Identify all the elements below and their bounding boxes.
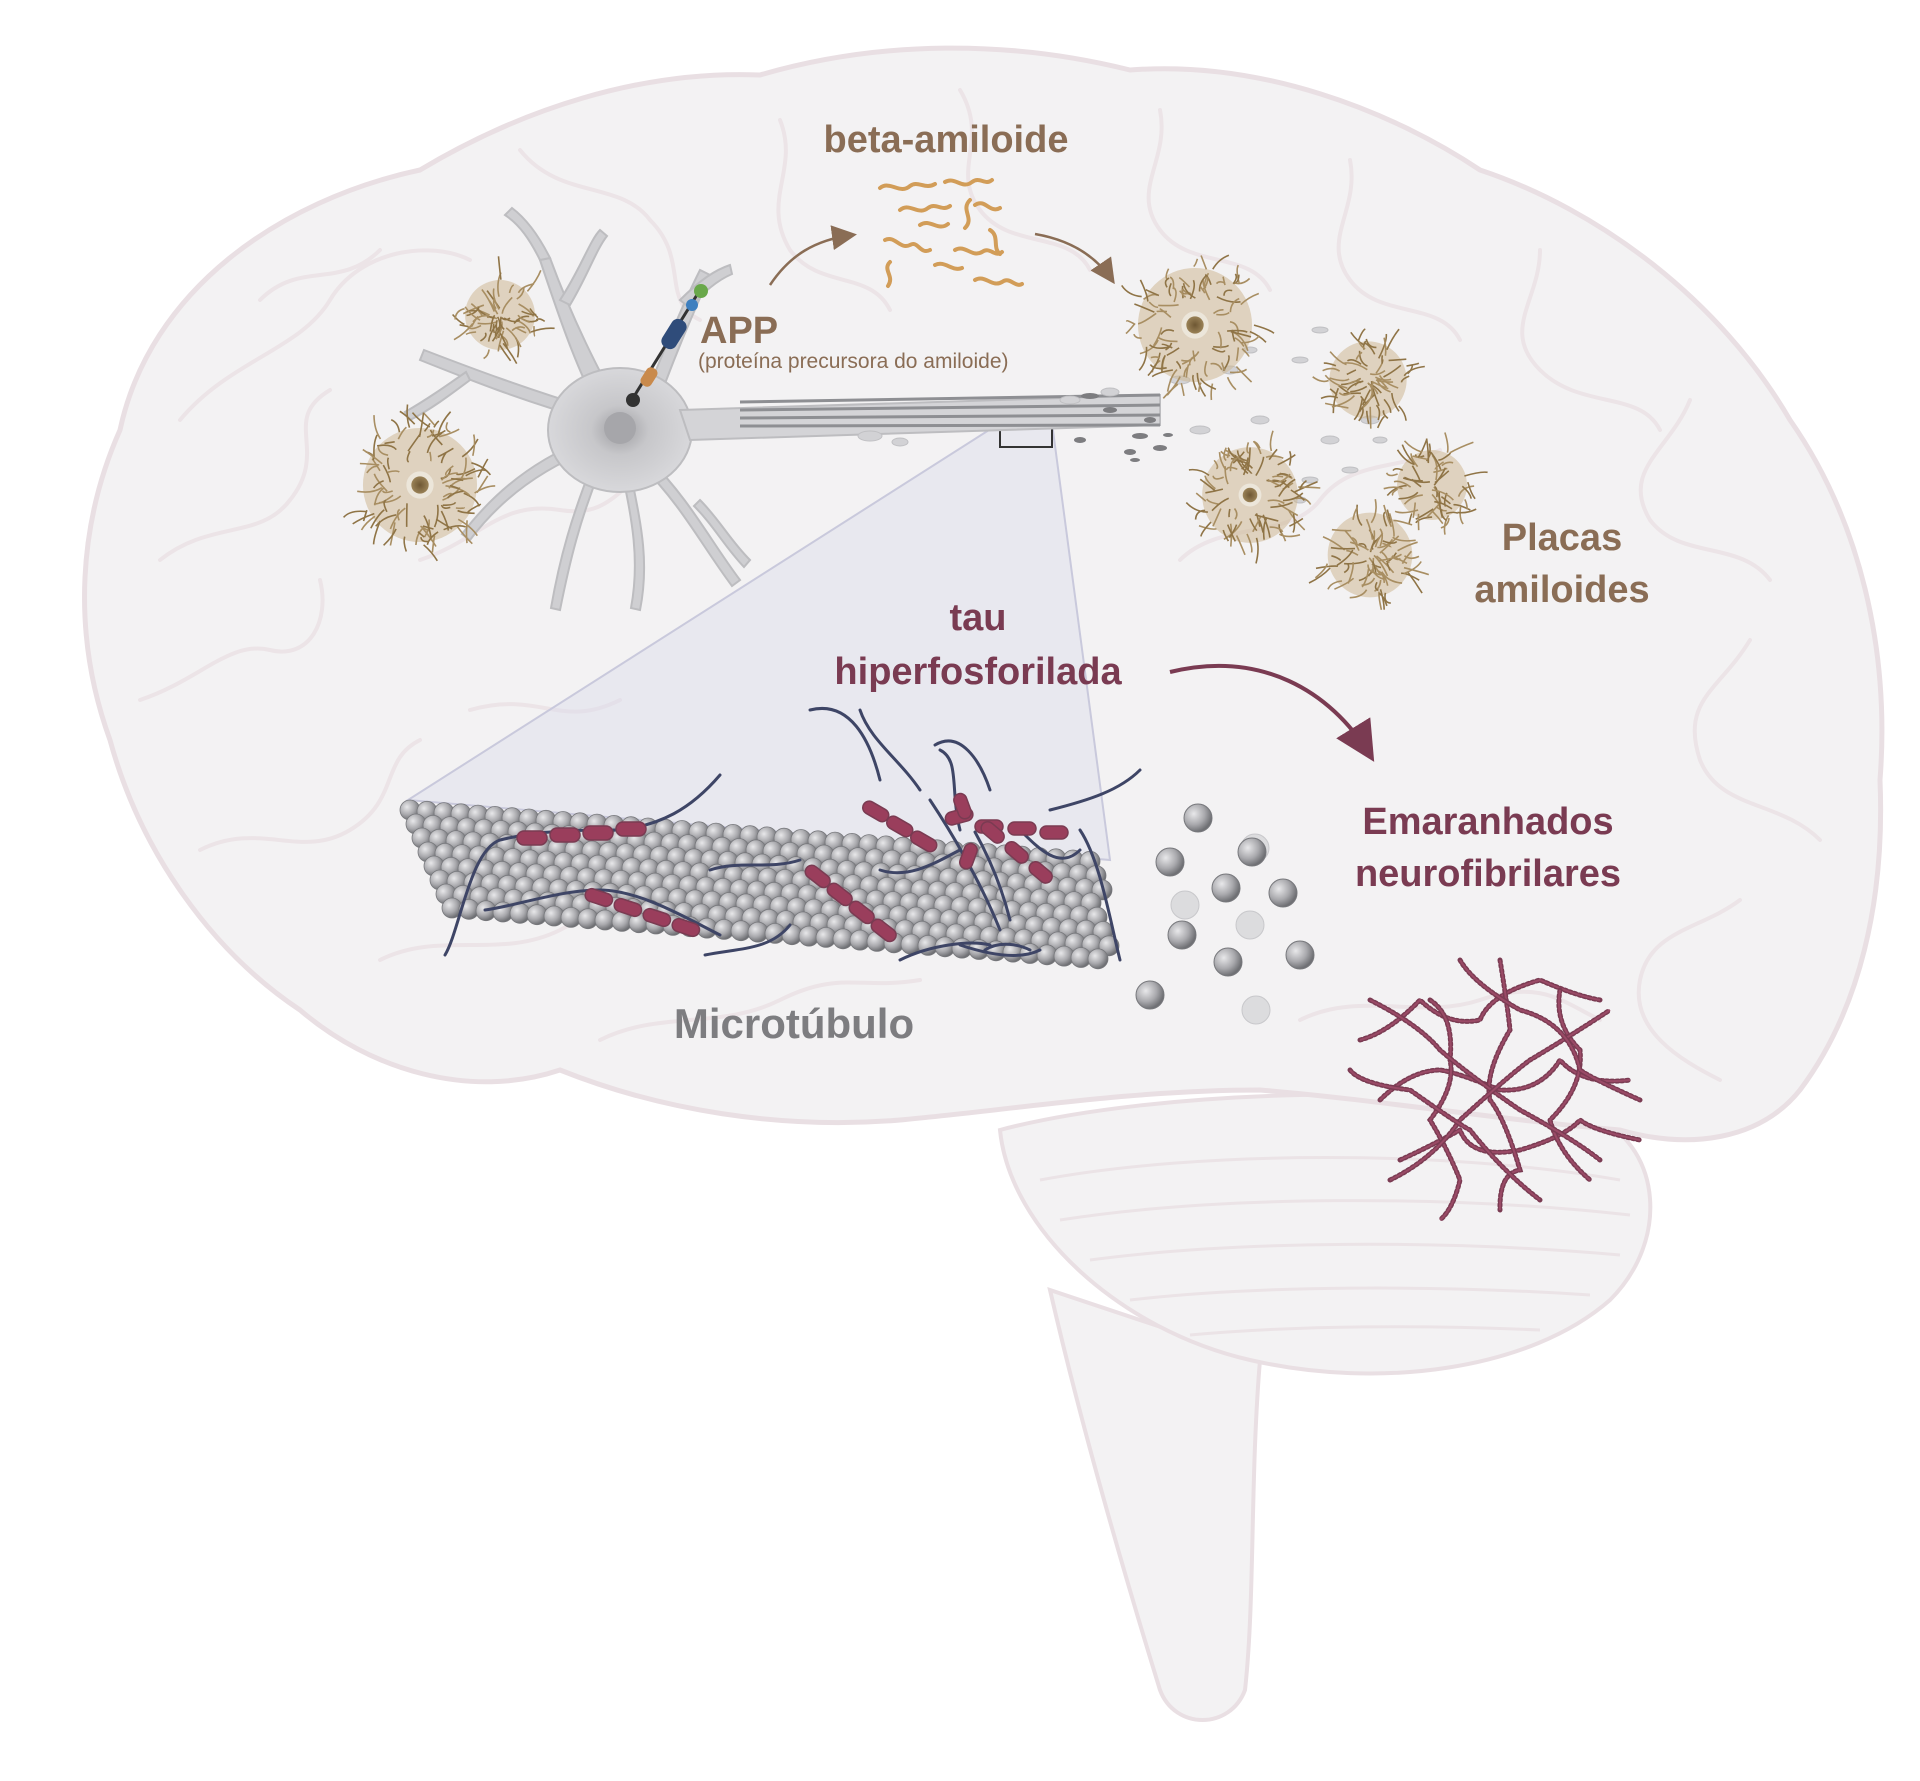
axon-dark-debris xyxy=(1074,393,1173,462)
app-full-label: (proteína precursora do amiloide) xyxy=(698,350,1009,373)
tangle-strand-core xyxy=(1428,999,1462,1221)
amyloid-plaque-icon xyxy=(451,256,555,364)
plaques-label-line1: Placas xyxy=(1502,517,1622,559)
arrow-beta-to-plaque xyxy=(1034,232,1115,285)
tubulin-dimer xyxy=(1183,803,1213,833)
arrow-tau-to-tangles xyxy=(1169,663,1375,762)
app-protein-icon xyxy=(626,284,708,407)
tangles-label-line1: Emaranhados xyxy=(1362,801,1613,843)
tangle-strand-core xyxy=(1548,989,1591,1181)
tubulin-dimer xyxy=(1135,980,1165,1010)
tubulin-dimers xyxy=(1135,803,1315,1025)
cerebellum-folds xyxy=(1039,1156,1631,1337)
amyloid-plaque-icon xyxy=(1185,430,1321,564)
tubulin-dimer xyxy=(1235,910,1265,940)
axon-lines xyxy=(739,393,1161,428)
tangle-strand-core xyxy=(1349,1069,1541,1201)
amyloid-plaques xyxy=(342,254,1488,610)
arrow-app-to-beta xyxy=(768,225,857,286)
tubulin-dimer xyxy=(1241,995,1271,1025)
brain-stem xyxy=(1047,1286,1263,1722)
brain-gyri xyxy=(138,88,1822,1082)
tubulin-dimer xyxy=(1167,920,1197,950)
amyloid-plaque-icon xyxy=(1121,254,1275,401)
tubulin-dimer xyxy=(1155,847,1185,877)
beta-amyloid-label: beta-amiloide xyxy=(824,119,1069,161)
amyloid-plaque-icon xyxy=(1308,499,1430,610)
tangle-strand-core xyxy=(1389,1009,1611,1181)
app-label: APP xyxy=(700,310,778,352)
tubulin-dimer xyxy=(1237,837,1267,867)
neurofibrillary-tangle-icon xyxy=(1347,957,1643,1223)
tangle-strand-core xyxy=(1369,999,1601,1161)
amyloid-plaque-icon xyxy=(1383,432,1488,535)
tubulin-dimer xyxy=(1285,940,1315,970)
amyloid-plaque-icon xyxy=(342,404,496,562)
tau-proteins xyxy=(443,707,1142,962)
tubulin-dimer xyxy=(1268,878,1298,908)
beta-amyloid-fragments xyxy=(878,178,1024,288)
plaques-label-line2: amiloides xyxy=(1474,569,1649,611)
tau-label-line1: tau xyxy=(950,597,1007,639)
amyloid-plaque-icon xyxy=(1312,328,1425,429)
tangles-label-line2: neurofibrilares xyxy=(1355,853,1621,895)
tau-label-line2: hiperfosforilada xyxy=(834,651,1122,693)
microtubule-label: Microtúbulo xyxy=(674,1000,914,1047)
tubulin-bead xyxy=(1087,948,1109,970)
tubulin-dimer xyxy=(1211,873,1241,903)
tangle-strand-core xyxy=(1459,959,1641,1101)
tubulin-dimer xyxy=(1170,890,1200,920)
tubulin-dimer xyxy=(1213,947,1243,977)
